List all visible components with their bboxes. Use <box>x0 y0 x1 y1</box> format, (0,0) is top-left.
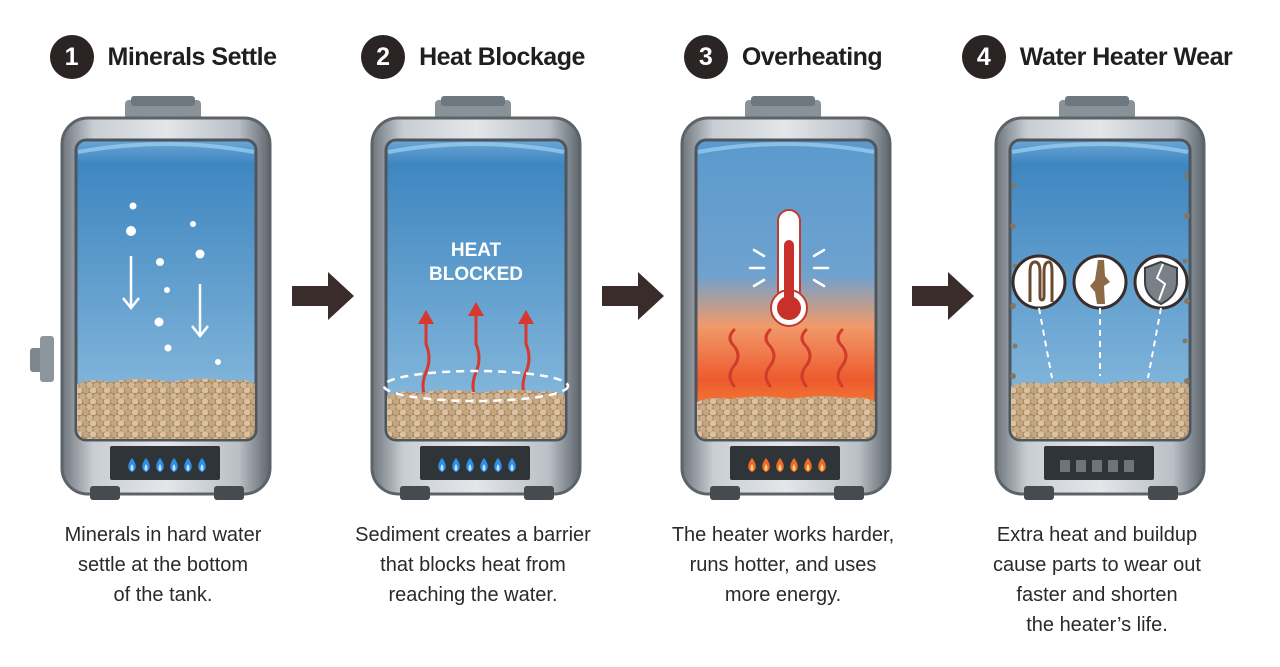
step-number-badge: 1 <box>49 35 94 79</box>
thermometer-icon <box>748 209 830 327</box>
heating-element-icon <box>1011 254 1067 310</box>
step-title: Minerals Settle <box>107 42 277 71</box>
sediment-layer-icon <box>1011 380 1189 439</box>
arrow-right-icon <box>292 272 354 320</box>
step-header: 1 Minerals Settle <box>8 34 318 80</box>
sediment-layer-icon <box>387 389 565 439</box>
falling-minerals-icon <box>122 202 221 365</box>
step-header: 3 Overheating <box>628 34 938 80</box>
water-heater-tank-icon: HEAT BLOCKED <box>370 96 582 500</box>
water-heater-tank-icon <box>680 96 892 500</box>
step-header: 2 Heat Blockage <box>318 34 628 80</box>
step-number-badge: 2 <box>361 35 406 79</box>
heat-blocked-label: HEAT <box>451 240 502 261</box>
step-water-heater-wear: 4 Water Heater Wear <box>942 0 1252 667</box>
step-description: Extra heat and buildup cause parts to we… <box>993 524 1201 636</box>
step-minerals-settle: 1 Minerals Settle <box>8 0 318 667</box>
step-title: Water Heater Wear <box>1019 42 1233 71</box>
arrow-right-icon <box>912 272 974 320</box>
water-heater-tank-icon <box>994 96 1206 500</box>
cracked-shield-icon <box>1133 254 1189 310</box>
heat-blocked-label: BLOCKED <box>429 264 523 285</box>
water-heater-tank-icon <box>30 96 272 500</box>
sediment-layer-icon <box>77 378 255 439</box>
step-header: 4 Water Heater Wear <box>942 34 1252 80</box>
barrier-line-icon <box>382 369 570 403</box>
step-title: Heat Blockage <box>419 42 585 71</box>
step-heat-blockage: 2 Heat Blockage HEAT BLOCKED <box>318 0 628 667</box>
arrow-right-icon <box>602 272 664 320</box>
heat-waves-icon <box>728 328 848 388</box>
step-description: The heater works harder, runs hotter, an… <box>671 524 895 606</box>
step-overheating: 3 Overheating <box>628 0 938 667</box>
step-description: Minerals in hard water settle at the bot… <box>64 524 262 606</box>
step-description: Sediment creates a barrier that blocks h… <box>355 524 591 606</box>
sediment-layer-icon <box>697 396 875 439</box>
anode-rod-icon <box>1072 254 1128 310</box>
step-number-badge: 4 <box>961 35 1006 79</box>
step-number-badge: 3 <box>683 35 728 79</box>
step-title: Overheating <box>741 42 883 71</box>
off-burner-icon <box>1060 460 1134 472</box>
